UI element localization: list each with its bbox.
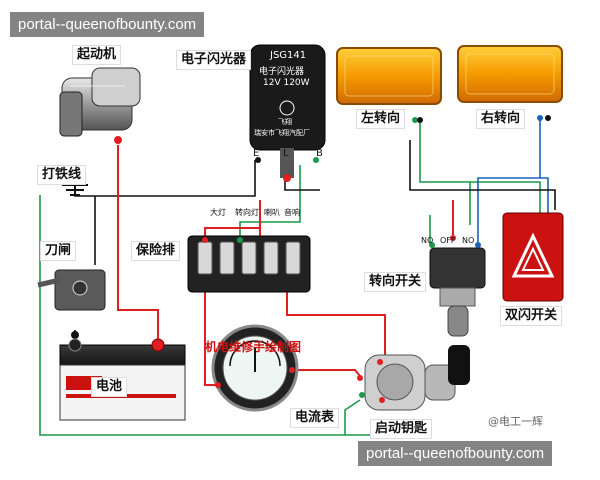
label-right-turn: 右转向 — [476, 109, 526, 129]
ignition-switch — [357, 345, 470, 411]
flasher-rating: 12V 120W — [263, 78, 310, 88]
label-turn-switch: 转向开关 — [364, 272, 427, 292]
switch-pos-right: NO — [462, 236, 475, 245]
switch-pos-left: NO — [421, 236, 434, 245]
fuse-box — [187, 235, 311, 293]
flasher-brand: 飞翔 — [278, 118, 292, 126]
right-turn-lamp — [457, 45, 563, 121]
label-knife-switch: 刀闸 — [40, 241, 77, 261]
label-fuse-box: 保险排 — [131, 241, 181, 261]
flasher-model: JSG141 — [270, 50, 307, 61]
label-battery: 电池 — [91, 377, 128, 397]
label-ammeter: 电流表 — [290, 408, 340, 428]
flasher-name: 电子闪光器 — [259, 67, 305, 77]
flasher-term-e: E — [253, 148, 260, 159]
fuse-label-horn: 喇叭 — [264, 208, 280, 217]
flasher-term-b: B — [316, 148, 323, 159]
label-ignition: 启动钥匙 — [370, 419, 433, 439]
fuse-label-audio: 音响 — [284, 208, 300, 217]
ground-symbol — [62, 184, 88, 196]
red-note: 机电维修手绘制图 — [205, 340, 302, 354]
left-turn-lamp — [336, 47, 442, 123]
knife-switch — [37, 269, 106, 339]
label-flasher: 电子闪光器 — [176, 50, 252, 70]
label-starter: 起动机 — [72, 45, 122, 65]
ammeter — [211, 324, 299, 412]
flasher-body — [249, 44, 326, 182]
flasher-term-l: L — [283, 148, 289, 159]
starter-motor — [59, 67, 141, 144]
green-wires — [39, 120, 541, 436]
switch-pos-off: OFF — [440, 236, 456, 245]
flasher-maker: 瑞安市飞翔汽配厂 — [254, 129, 310, 137]
watermark-bottom: portal--queenofbounty.com — [358, 441, 553, 466]
watermark-top: portal--queenofbounty.com — [10, 12, 205, 37]
fuse-label-turn: 转向灯 — [235, 208, 259, 217]
label-ground: 打铁线 — [37, 165, 87, 185]
blue-wires — [477, 120, 549, 245]
label-hazard: 双闪开关 — [500, 306, 563, 326]
red-wires — [117, 145, 454, 386]
hazard-switch — [502, 212, 564, 302]
turn-switch — [429, 235, 486, 337]
fuse-label-headlight: 大灯 — [210, 208, 226, 217]
credit-text: @电工一辉 — [488, 415, 543, 428]
label-left-turn: 左转向 — [356, 109, 406, 129]
battery — [59, 338, 186, 421]
